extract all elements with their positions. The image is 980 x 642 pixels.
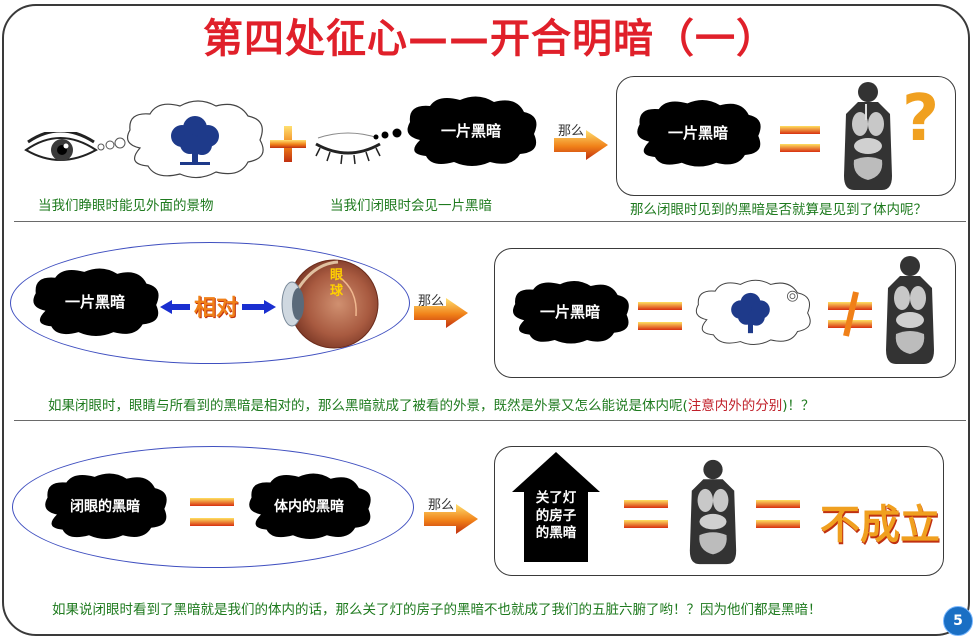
tree-thought-cloud <box>127 100 264 179</box>
body-organs-icon <box>844 82 892 190</box>
eyeball-icon <box>281 259 379 349</box>
cloud-label: 一片黑暗 <box>539 303 600 322</box>
darkness-cloud: 一片黑暗 <box>632 98 764 170</box>
tree-icon <box>171 116 219 165</box>
house-label: 关了灯的房子的黑暗 <box>535 490 577 542</box>
plus-icon <box>270 126 306 162</box>
body-organs-icon <box>689 459 737 565</box>
caption-open-eye: 当我们睁眼时能见外面的景物 <box>38 198 214 214</box>
equals-icon <box>638 302 682 330</box>
darkness-cloud: 一片黑暗 <box>402 96 540 168</box>
darkness-cloud: 一片黑暗 <box>28 268 162 338</box>
caption-question: 那么闭眼时见到的黑暗是否就算是见到了体内呢？ <box>630 202 927 218</box>
thought-bubbles-icon <box>373 128 402 140</box>
invalid-label: 不成立 <box>820 502 940 548</box>
question-mark: ? <box>902 82 940 156</box>
caption-house: 如果说闭眼时看到了黑暗就是我们的体内的话，那么关了灯的房子的黑暗不也就成了我们的… <box>52 602 822 618</box>
equals-icon <box>756 500 800 528</box>
arrow-label: 那么 <box>428 498 455 513</box>
equals-icon <box>624 500 668 528</box>
darkness-cloud: 一片黑暗 <box>508 280 632 346</box>
cloud-label: 一片黑暗 <box>440 122 501 141</box>
caption-relative-note: 注意内外的分别 <box>687 398 783 414</box>
equals-icon <box>190 498 234 526</box>
relation-ellipse <box>10 242 410 364</box>
not-equal-icon <box>828 291 872 337</box>
slide-frame <box>2 4 970 636</box>
cloud-label: 一片黑暗 <box>64 293 125 312</box>
body-organs-icon <box>886 256 934 364</box>
arrow-label: 那么 <box>558 124 585 139</box>
dark-house: 关了灯的房子的黑暗 <box>512 452 600 562</box>
closed-eye-icon <box>315 132 381 165</box>
cloud-label: 闭眼的黑暗 <box>70 498 140 515</box>
page-title: 第四处征心——开合明暗（一） <box>203 16 777 62</box>
cloud-label: 体内的黑暗 <box>274 498 344 515</box>
cloud-label: 一片黑暗 <box>667 124 728 143</box>
tree-thought-cloud <box>695 279 811 346</box>
page-number-badge: 5 <box>943 606 973 636</box>
caption-closed-eye: 当我们闭眼时会见一片黑暗 <box>330 198 492 214</box>
thought-bubbles-icon <box>97 137 126 151</box>
caption-relative-main: 如果闭眼时，眼睛与所看到的黑暗是相对的，那么黑暗就成了被看的外景，既然是外景又怎… <box>48 398 688 414</box>
right-arrow-icon <box>414 298 468 328</box>
darkness-cloud: 闭眼的黑暗 <box>40 472 170 542</box>
eyeball-label: 眼球 <box>330 268 344 299</box>
row-divider-1 <box>14 221 966 222</box>
right-arrow-icon <box>554 130 608 160</box>
arrow-label: 那么 <box>418 294 445 309</box>
row-divider-2 <box>14 420 966 421</box>
tree-icon <box>731 292 770 334</box>
relative-label: 相对 <box>190 290 243 322</box>
darkness-cloud: 体内的黑暗 <box>244 472 374 542</box>
equals-icon <box>780 126 820 152</box>
caption-relative: 如果闭眼时，眼睛与所看到的黑暗是相对的，那么黑暗就成了被看的外景，既然是外景又怎… <box>48 394 815 414</box>
caption-relative-tail: )！？ <box>782 398 815 414</box>
right-arrow-icon <box>424 504 478 534</box>
comparison-ellipse <box>12 446 414 568</box>
open-eye-icon <box>24 132 98 161</box>
